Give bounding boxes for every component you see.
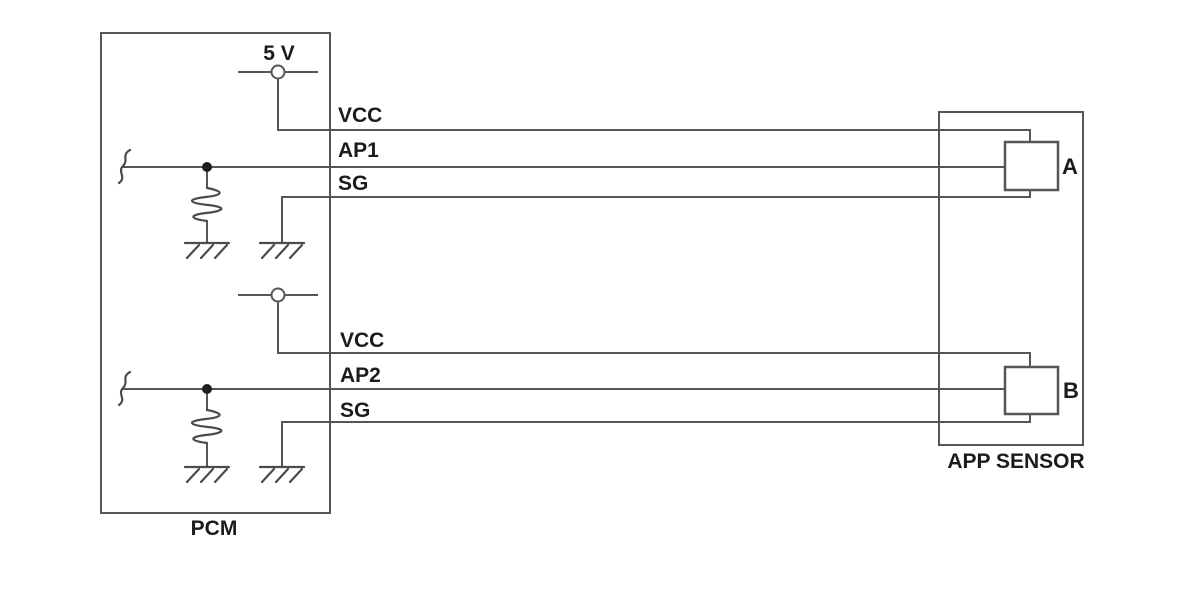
ap1-label: AP1: [338, 139, 379, 162]
supply-terminal-b: [270, 287, 286, 303]
ground-icon: [183, 241, 231, 260]
sensor-element-b-label: B: [1063, 378, 1079, 403]
wire-sg-a: [281, 185, 1031, 243]
app-sensor-box: [938, 111, 1084, 446]
wire-vcc-a: [277, 72, 1031, 150]
sg-label-b: SG: [340, 399, 370, 422]
supply-terminal-a: [270, 64, 286, 80]
junction-dot-ap2: [202, 384, 212, 394]
supply-voltage-label: 5 V: [263, 42, 295, 65]
vcc-label-b: VCC: [340, 329, 384, 352]
sensor-element-a-label: A: [1062, 154, 1078, 179]
app-sensor-label: APP SENSOR: [947, 450, 1084, 473]
junction-dot-ap1: [202, 162, 212, 172]
pcm-label: PCM: [191, 517, 238, 540]
ground-icon: [258, 241, 306, 260]
wire-sg-b: [281, 410, 1031, 467]
sg-label-a: SG: [338, 172, 368, 195]
sensor-element-b: [1003, 365, 1060, 416]
ap2-label: AP2: [340, 364, 381, 387]
ground-icon: [183, 465, 231, 484]
sensor-element-a: [1003, 140, 1060, 192]
vcc-label-a: VCC: [338, 104, 382, 127]
ground-icon: [258, 465, 306, 484]
resistor-ap1: [190, 186, 223, 223]
resistor-ap2: [190, 408, 223, 445]
pcm-box: [100, 32, 331, 514]
wire-vcc-b: [277, 295, 1031, 372]
